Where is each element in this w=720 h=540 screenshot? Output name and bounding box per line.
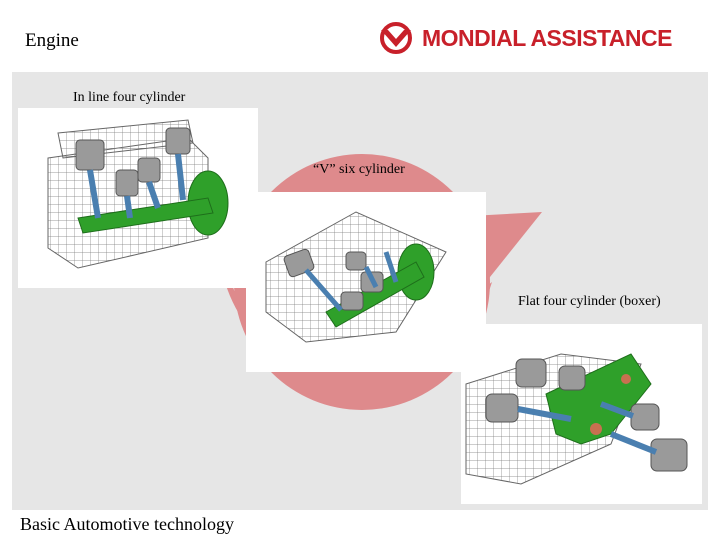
- engine-caption-inline-four: In line four cylinder: [73, 90, 186, 105]
- flat-four-boxer-engine-diagram: [461, 324, 702, 504]
- v-six-engine-diagram: [246, 192, 486, 372]
- brand-name: MONDIAL ASSISTANCE: [422, 24, 672, 51]
- inline-four-engine-diagram: [18, 108, 258, 288]
- brand-logo: MONDIAL ASSISTANCE: [376, 20, 706, 56]
- engine-caption-flat-four: Flat four cylinder (boxer): [518, 294, 661, 309]
- engine-caption-v-six: “V” six cylinder: [313, 162, 405, 177]
- slide-title: Engine: [25, 30, 79, 51]
- mondial-emblem-icon: [380, 22, 412, 54]
- footer-text: Basic Automotive technology: [20, 514, 234, 534]
